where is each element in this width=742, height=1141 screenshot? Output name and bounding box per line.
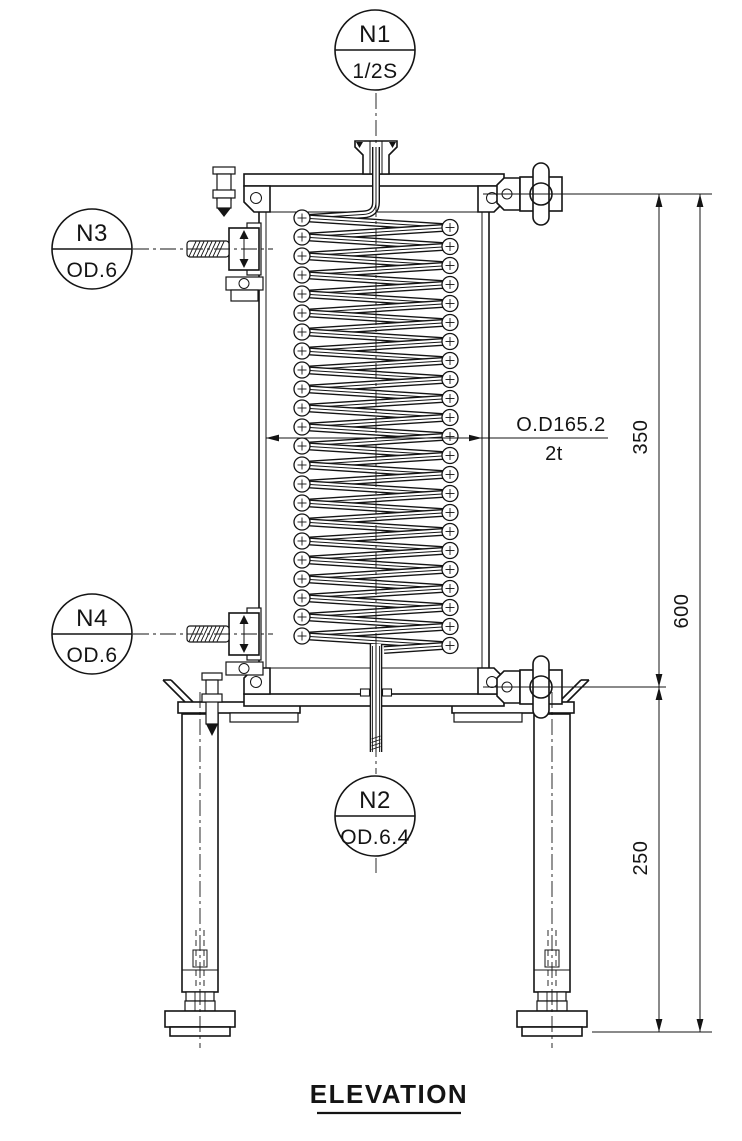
- shell-od-text: O.D165.2: [516, 414, 606, 436]
- balloon-n3-spec: OD.6: [66, 259, 117, 282]
- dim-600-text: 600: [671, 594, 693, 629]
- support-tab-left: [162, 679, 194, 703]
- balloon-n2-tag: N2: [359, 787, 391, 814]
- balloon-n4-spec: OD.6: [66, 644, 117, 667]
- balloon-n4-tag: N4: [76, 605, 108, 632]
- toggle-pin-top-left: [212, 166, 236, 217]
- leg-right: [516, 713, 588, 1037]
- view-title: ELEVATION: [310, 1079, 468, 1115]
- balloon-n3: N3 OD.6: [51, 208, 133, 290]
- nozzle-n4-fitting: [186, 607, 264, 676]
- shell-thickness-text: 2t: [545, 443, 563, 465]
- dimension-shell-height-350: 350: [630, 194, 663, 687]
- balloon-n1-tag: N1: [359, 21, 391, 48]
- nozzle-n3-fitting: [186, 222, 264, 302]
- dim-250-text: 250: [630, 841, 652, 876]
- balloon-n1: N1 1/2S: [334, 9, 416, 91]
- balloon-n2-spec: OD.6.4: [340, 826, 410, 849]
- balloon-n2: N2 OD.6.4: [334, 775, 416, 857]
- stem-thread-hatch: [188, 241, 225, 642]
- balloon-n1-spec: 1/2S: [352, 60, 397, 83]
- bolt-hole: [250, 192, 262, 204]
- dimension-overall-height-600: 600: [671, 194, 704, 1032]
- view-title-text: ELEVATION: [310, 1079, 468, 1109]
- dim-350-text: 350: [630, 420, 652, 455]
- dimension-shell-od: O.D165.2 2t: [266, 414, 608, 465]
- extension-lines: [483, 193, 712, 1033]
- balloon-n3-tag: N3: [76, 220, 108, 247]
- dimension-leg-height-250: 250: [630, 687, 663, 1032]
- bolt-hole: [250, 676, 262, 688]
- center-lines: [133, 93, 553, 1048]
- support-tab-right: [558, 679, 590, 703]
- balloon-n4: N4 OD.6: [51, 593, 133, 675]
- toggle-pin-bottom-left: [201, 672, 223, 736]
